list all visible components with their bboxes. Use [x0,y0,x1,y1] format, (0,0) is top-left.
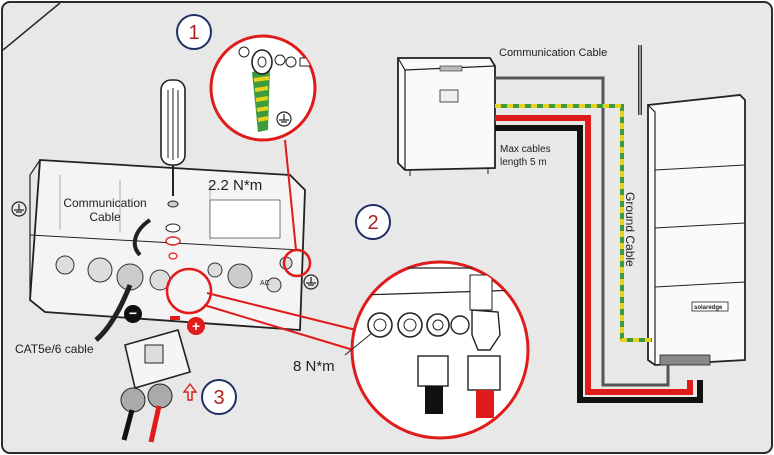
step-2-number: 2 [367,212,378,234]
step-1-badge: 1 [176,14,212,50]
cat-cable-label: CAT5e/6 cable [15,342,94,356]
connection-unit [29,159,306,331]
comm-cable-left-line2: Cable [89,210,121,224]
inverter [647,94,746,366]
up-arrow-icon [182,382,198,401]
max-cables-line1: Max cables [500,144,551,155]
terminal-highlight [165,267,213,315]
step-2-badge: 2 [355,204,391,240]
callout-line-2a [206,292,357,331]
ground-cable-label: Ground Cable [623,192,637,267]
torque-large-label: 8 N*m [293,358,335,375]
battery-unit [397,57,496,176]
max-cables-line2: length 5 m [500,157,547,168]
frame-corner-cut [2,2,61,51]
callout-terminal-detail [350,260,530,440]
comm-cable-left-label: Communication Cable [59,196,151,224]
step-1-number: 1 [188,22,199,44]
ground-symbol-icon [276,111,292,127]
callout-line-1 [284,139,297,251]
minus-sign-icon: − [124,305,142,323]
plus-sign-icon: + [187,317,205,335]
callout-line-2b [203,304,361,353]
screwdriver-icon [160,79,186,196]
ground-symbol-icon [11,201,27,217]
step-3-badge: 3 [201,379,237,415]
comm-cable-right-label: Communication Cable [499,47,608,59]
comm-cable-left-line1: Communication [63,196,147,210]
cat-cable [94,284,133,342]
screw-stack [165,200,181,260]
max-cables-label: Max cables length 5 m [500,143,551,169]
plus-label: + [192,318,200,334]
ac-label: AC [260,280,270,287]
ground-symbol-icon [303,274,319,290]
battery-cables [495,76,703,403]
torque-leader-line [344,332,373,356]
minus-label: − [129,305,137,321]
brand-label: solaredge [694,305,723,311]
dc-connector [120,316,191,443]
brand-plate [691,301,729,312]
step-3-number: 3 [213,387,224,409]
torque-small-label: 2.2 N*m [208,177,263,194]
ground-highlight [282,248,312,278]
